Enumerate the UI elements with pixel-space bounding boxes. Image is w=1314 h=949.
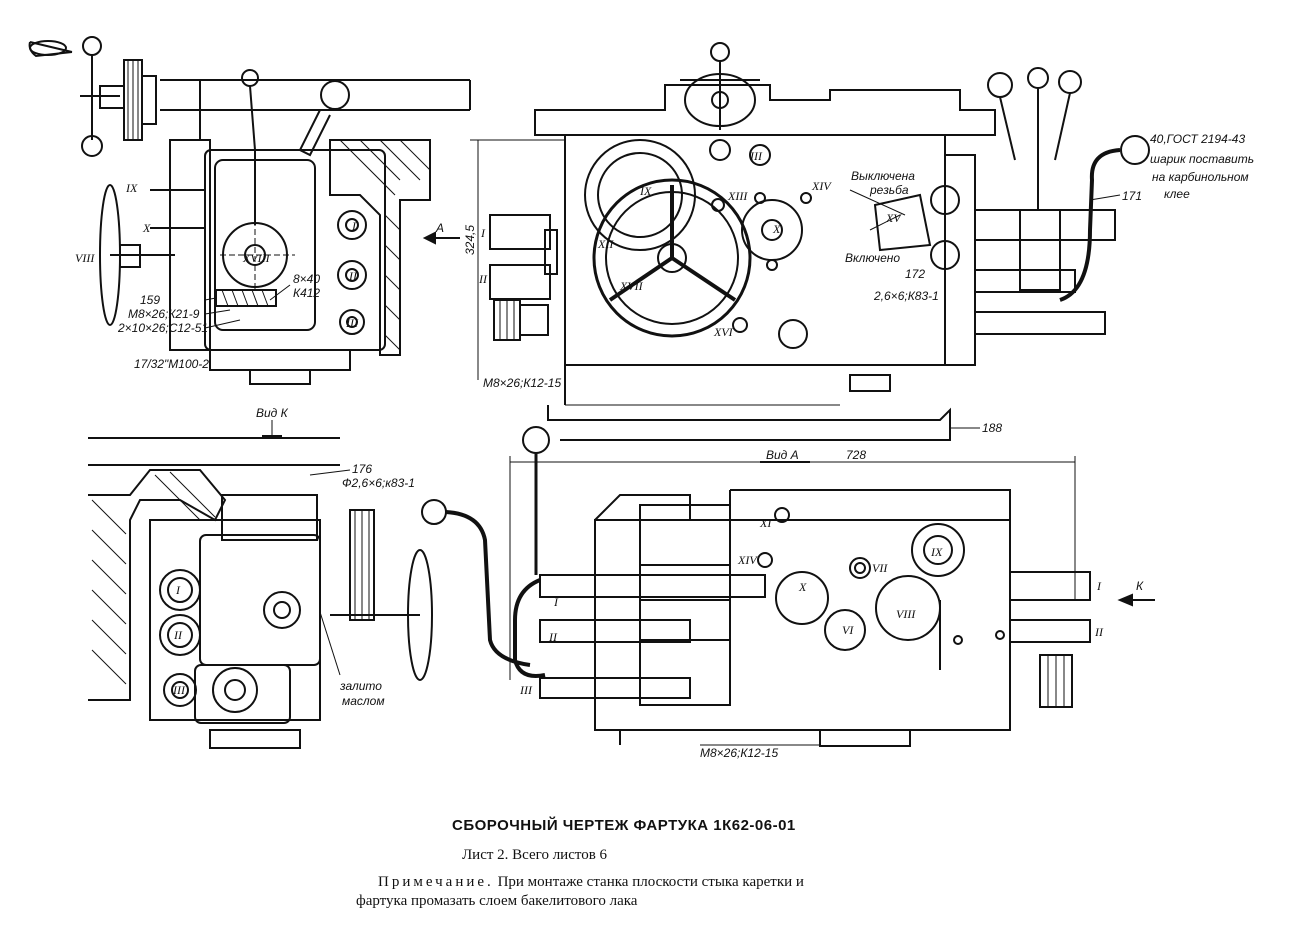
shaft-mark-i-a-left: I [553, 595, 559, 609]
callout-key-1: 8×40 [293, 272, 320, 286]
shaft-mark-xiii: XIII [727, 189, 748, 203]
shaft-mark-xiv-a: XIV [737, 553, 758, 567]
callout-screw-front: М8×26;К12-15 [483, 376, 561, 390]
shaft-mark-iii-front: III [749, 149, 763, 163]
shaft-mark-viii: VIII [75, 251, 95, 265]
shaft-mark-viii-a: VIII [896, 607, 916, 621]
view-k-label: Вид К [256, 406, 289, 420]
shaft-mark-ii-side: II [348, 269, 358, 283]
shaft-mark-vk-1: I [175, 583, 181, 597]
label-oil-1: залито [339, 679, 382, 693]
front-view [470, 42, 1150, 441]
callout-key-2: К412 [293, 286, 320, 300]
callout-159-pin: 2×10×26;С12-51 [117, 321, 208, 335]
callout-176-pin: Ф2,6×6;к83-1 [342, 476, 415, 490]
note-line-1: Примечание. При монтаже станка плоскости… [378, 874, 804, 891]
label-off-2: резьба [869, 183, 909, 197]
note-text-1: При монтаже станка плоскости стыка карет… [497, 874, 804, 890]
shaft-mark-ix: IX [125, 181, 138, 195]
dimension-height: 324,5 [463, 225, 477, 255]
shaft-mark-ii-a-left: II [548, 630, 558, 644]
assembly-drawing: IX X VIII XVIII I II III 159 М8×26;К21-9… [28, 36, 1254, 760]
shaft-mark-xviii: XVIII [242, 251, 271, 265]
shaft-mark-vk-2: II [173, 628, 183, 642]
side-section-view [28, 36, 471, 385]
shaft-mark-ii-front: II [478, 272, 488, 286]
label-on: Включено [845, 251, 900, 265]
shaft-mark-xi: XI [759, 516, 772, 530]
drawing-title: СБОРОЧНЫЙ ЧЕРТЕЖ ФАРТУКА 1К62-06-01 [452, 817, 796, 834]
note-heading: Примечание. [378, 874, 494, 890]
shaft-mark-xiv: XIV [811, 179, 832, 193]
view-a [509, 426, 1155, 747]
callout-176: 176 [352, 462, 372, 476]
shaft-mark-ii-a-right: II [1094, 625, 1104, 639]
shaft-mark-i-front: I [480, 226, 486, 240]
dimension-length: 728 [846, 448, 866, 462]
shaft-mark-ix-a: IX [930, 545, 943, 559]
label-off-1: Выключена [851, 169, 915, 183]
shaft-mark-xvi: XVI [713, 325, 734, 339]
callout-172-pin: 2,6×6;К83-1 [873, 289, 939, 303]
callout-188: 188 [982, 421, 1002, 435]
view-k [88, 420, 531, 749]
callout-171: 171 [1122, 189, 1142, 203]
shaft-mark-xii: XII [597, 237, 614, 251]
shaft-mark-x-front: X [772, 222, 781, 236]
shaft-mark-i-a-right: I [1096, 579, 1102, 593]
callout-ball-2: на карбинольном [1152, 170, 1249, 184]
arrow-k-label: К [1136, 579, 1144, 593]
shaft-mark-x-a: X [798, 580, 807, 594]
sheet-number: Лист 2. Всего листов 6 [462, 847, 608, 863]
callout-ball-1: шарик поставить [1150, 152, 1254, 166]
shaft-mark-iii-side: III [345, 316, 359, 330]
callout-gost: 40,ГОСТ 2194-43 [1150, 132, 1245, 146]
callout-ball-3: клее [1164, 187, 1190, 201]
shaft-mark-vii: VII [872, 561, 888, 575]
callout-screw-view-a: М8×26;К12-15 [700, 746, 778, 760]
shaft-mark-iii-a: III [519, 683, 533, 697]
shaft-mark-xv: XV [885, 211, 902, 225]
note-line-2: фартука промазать слоем бакелитового лак… [356, 893, 638, 909]
shaft-mark-vk-3: III [172, 683, 186, 697]
view-a-label: Вид А [766, 448, 799, 462]
label-oil-2: маслом [342, 694, 385, 708]
callout-172: 172 [905, 267, 925, 281]
callout-plug: 17/32"М100-2 [134, 357, 209, 371]
callout-159: 159 [140, 293, 160, 307]
shaft-mark-vi: VI [842, 623, 854, 637]
callout-159-screw: М8×26;К21-9 [128, 307, 200, 321]
shaft-mark-i-side: I [351, 219, 357, 233]
shaft-mark-xvii: XVII [619, 279, 644, 293]
arrow-a-label: А [435, 221, 444, 235]
shaft-mark-ix-front: IX [639, 184, 652, 198]
shaft-mark-x: X [142, 221, 151, 235]
